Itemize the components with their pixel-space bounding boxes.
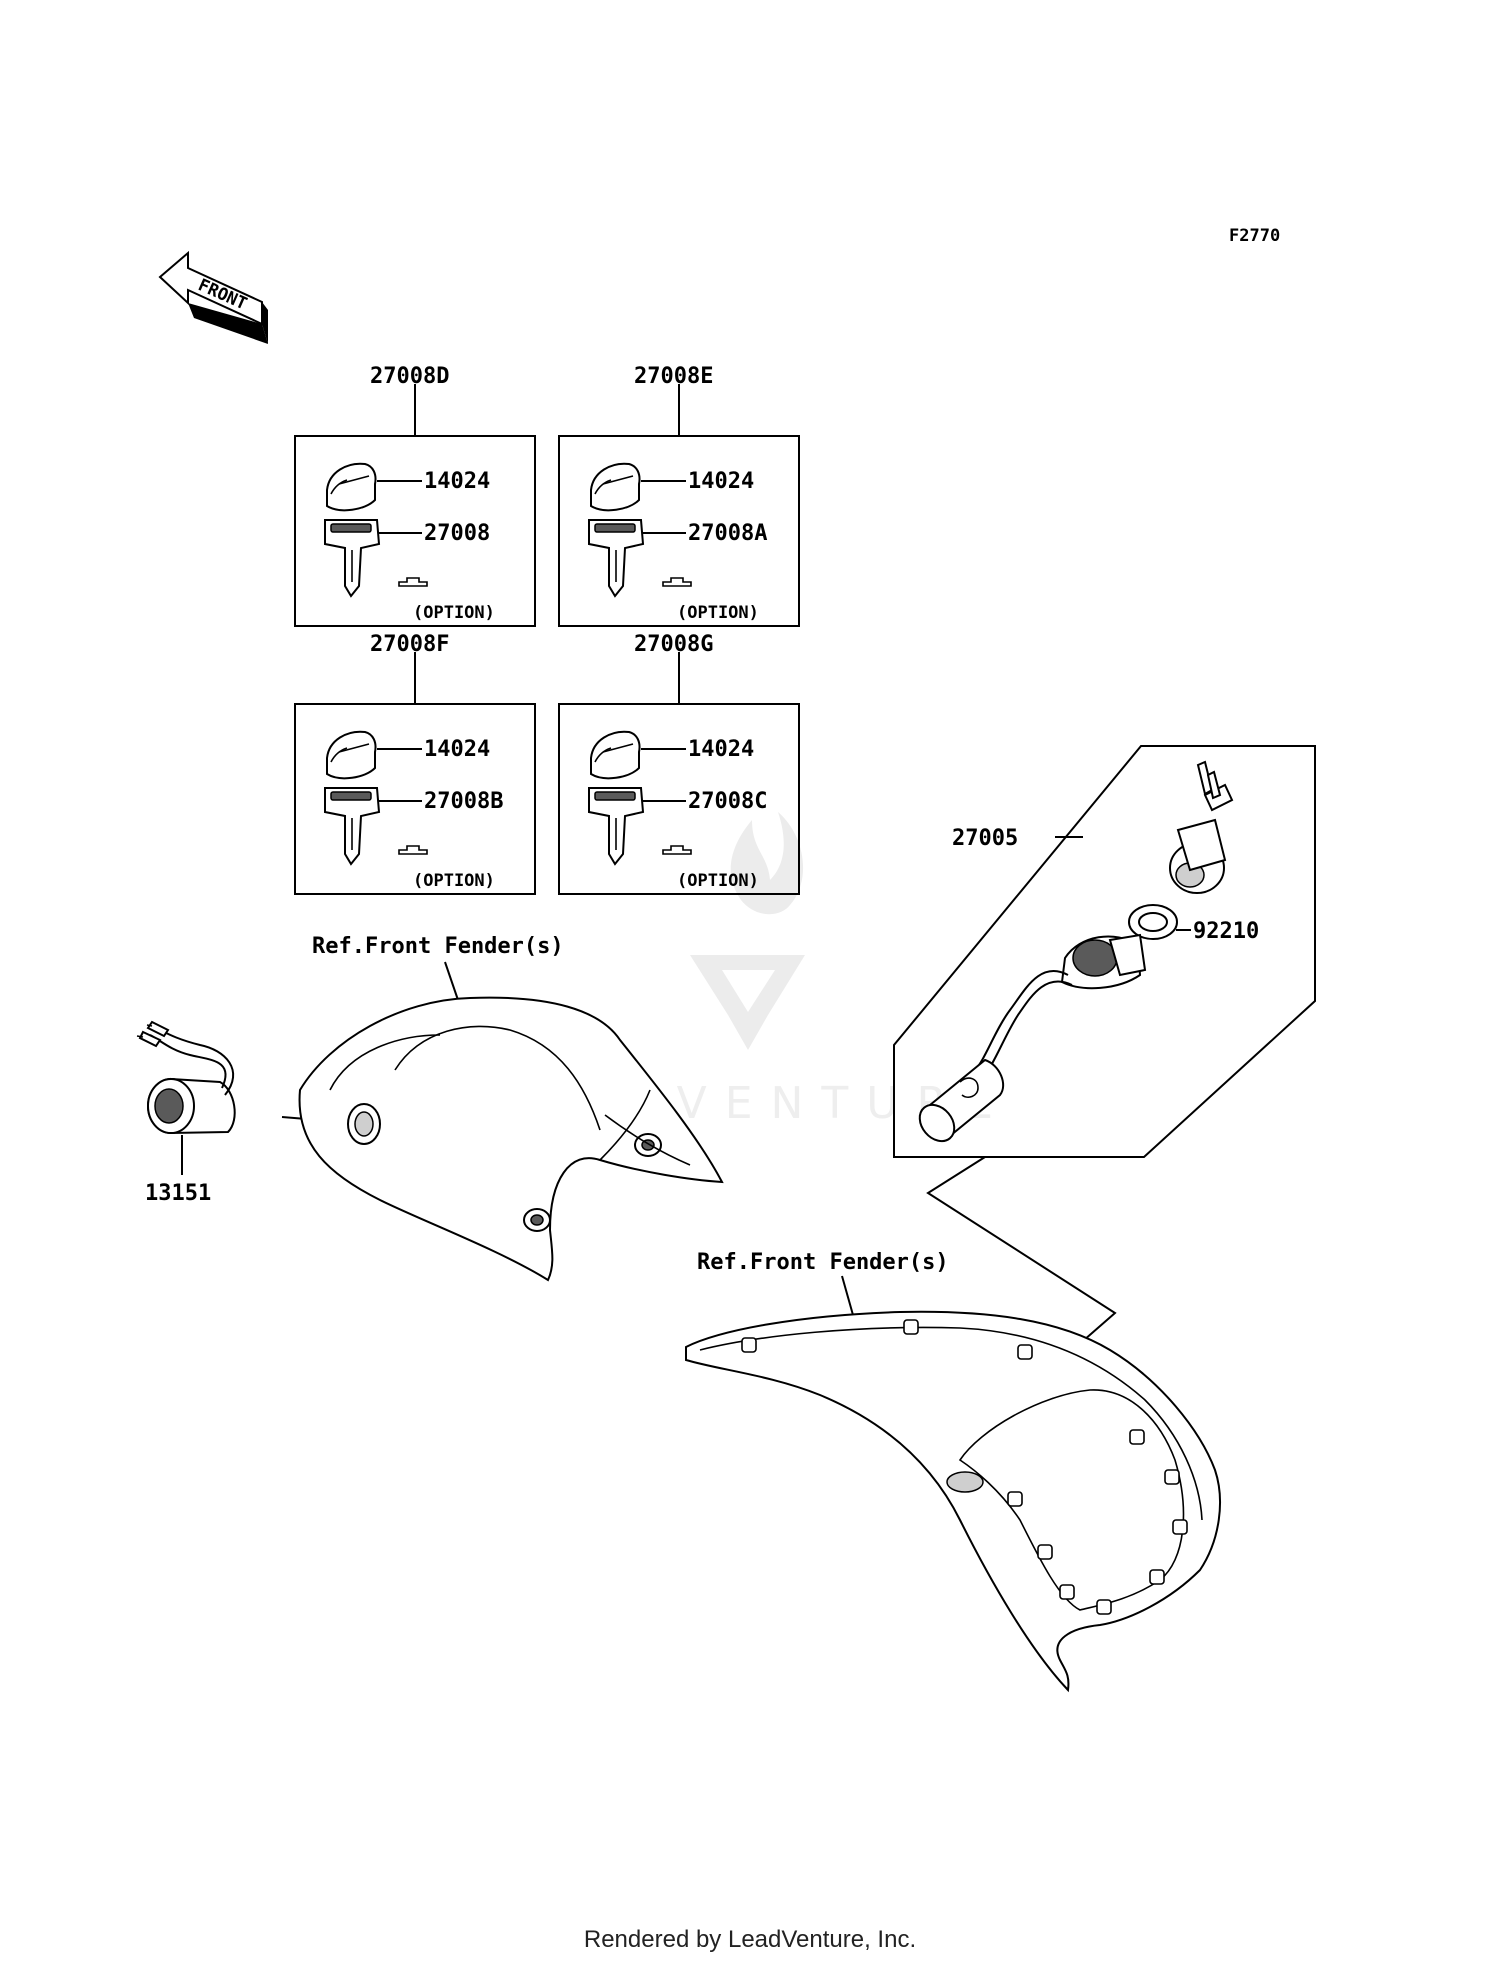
option-label: (OPTION) bbox=[677, 871, 759, 891]
knob-part-label: 14024 bbox=[688, 469, 754, 494]
left-fender-ref-label: Ref.Front Fender(s) bbox=[312, 934, 564, 959]
key-part-label: 27008C bbox=[688, 789, 767, 814]
switch-part-label: 13151 bbox=[145, 1181, 211, 1206]
option-label: (OPTION) bbox=[677, 603, 759, 623]
key-set-number: 27008F bbox=[370, 632, 449, 657]
key-profile-icon bbox=[662, 845, 692, 855]
key-set-1: 27008D 14024 27008 (OPTION) bbox=[294, 364, 536, 627]
key-knob-icon bbox=[326, 730, 377, 780]
knob-part-label: 14024 bbox=[424, 469, 490, 494]
connector-icon bbox=[918, 1058, 1005, 1143]
key-part-label: 27008 bbox=[424, 521, 490, 546]
footer-credit: Rendered by LeadVenture, Inc. bbox=[583, 1926, 917, 1953]
figure-code: F2770 bbox=[1229, 226, 1280, 246]
option-label: (OPTION) bbox=[413, 603, 495, 623]
key-icon bbox=[588, 519, 645, 598]
key-profile-icon bbox=[398, 577, 428, 587]
option-label: (OPTION) bbox=[413, 871, 495, 891]
key-knob-icon bbox=[590, 730, 641, 780]
ignition-switch-part-label: 27005 bbox=[952, 826, 1018, 851]
bottom-fender-ref-label: Ref.Front Fender(s) bbox=[697, 1250, 949, 1275]
key-icon bbox=[324, 519, 381, 598]
key-set-4: 27008G 14024 27008C (OPTION) bbox=[558, 632, 800, 895]
key-knob-icon bbox=[326, 462, 377, 512]
switch-body-icon bbox=[1060, 933, 1147, 990]
key-set-number: 27008D bbox=[370, 364, 449, 389]
left-fender-icon bbox=[298, 996, 724, 1282]
switch-icon bbox=[147, 1077, 236, 1135]
nut-part-label: 92210 bbox=[1193, 919, 1259, 944]
front-arrow-icon: FRONT bbox=[158, 250, 268, 344]
knob-part-label: 14024 bbox=[424, 737, 490, 762]
nut-icon bbox=[1128, 904, 1178, 940]
ignition-key-icon bbox=[1196, 760, 1234, 812]
key-profile-icon bbox=[398, 845, 428, 855]
bottom-assembly: Ref.Front Fender(s) bbox=[685, 1250, 1221, 1693]
bottom-fender-icon bbox=[685, 1310, 1221, 1693]
key-knob-icon bbox=[590, 462, 641, 512]
key-set-number: 27008G bbox=[634, 632, 713, 657]
left-assembly: Ref.Front Fender(s) 13151 bbox=[136, 934, 724, 1282]
key-icon bbox=[324, 787, 381, 866]
key-part-label: 27008A bbox=[688, 521, 767, 546]
key-set-2: 27008E 14024 27008A (OPTION) bbox=[558, 364, 800, 627]
knob-part-label: 14024 bbox=[688, 737, 754, 762]
key-set-3: 27008F 14024 27008B (OPTION) bbox=[294, 632, 536, 895]
lock-cylinder-icon bbox=[1169, 818, 1227, 894]
key-part-label: 27008B bbox=[424, 789, 503, 814]
ignition-switch-assembly: 27005 92210 bbox=[893, 745, 1316, 1158]
key-set-number: 27008E bbox=[634, 364, 713, 389]
key-profile-icon bbox=[662, 577, 692, 587]
key-icon bbox=[588, 787, 645, 866]
